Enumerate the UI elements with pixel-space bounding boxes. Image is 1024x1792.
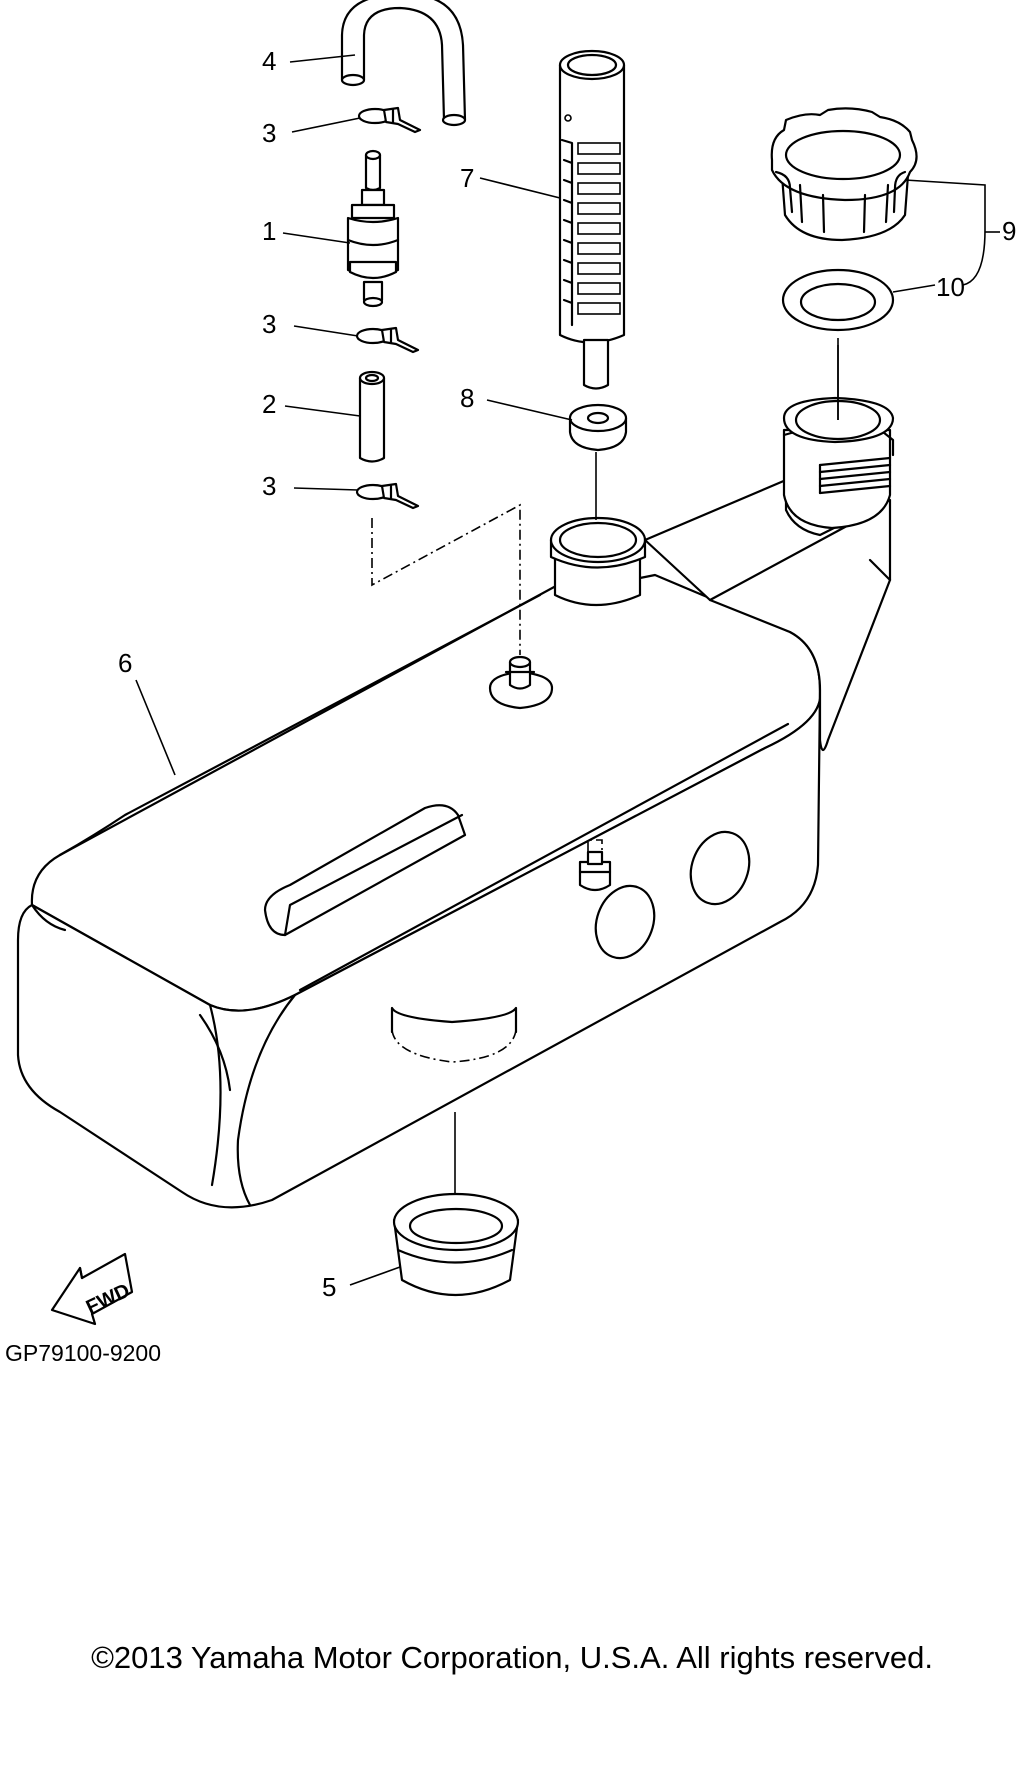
plug-part-5 (392, 1112, 520, 1296)
callout-10: 10 (936, 272, 965, 302)
copyright-notice: ©2013 Yamaha Motor Corporation, U.S.A. A… (91, 1640, 933, 1675)
hose-part-2 (358, 370, 386, 463)
callout-9: 9 (1002, 216, 1016, 246)
callout-4: 4 (262, 46, 276, 76)
grommet-part-8 (568, 403, 628, 520)
callout-7: 7 (460, 163, 474, 193)
leader-lines (135, 54, 1000, 1286)
callout-labels: 4 3 1 3 2 3 7 8 9 10 6 5 (118, 46, 1016, 1302)
callout-1: 1 (262, 216, 276, 246)
cap-part-9 (770, 107, 918, 242)
hose-part-4 (340, 0, 467, 127)
filler-tube (643, 345, 895, 752)
strainer-slots (577, 142, 621, 315)
gasket-part-10 (781, 268, 895, 332)
callout-6: 6 (118, 648, 132, 678)
diagram-code: GP79100-9200 (5, 1340, 161, 1366)
strainer-part-7 (558, 49, 626, 390)
callout-3-mid: 3 (262, 309, 276, 339)
oil-tank (16, 516, 822, 1209)
clip-part-3-top (357, 106, 422, 134)
callout-8: 8 (460, 383, 474, 413)
callout-3-top: 3 (262, 118, 276, 148)
filter-part-1 (346, 149, 400, 308)
callout-5: 5 (322, 1272, 336, 1302)
clip-part-3-mid (355, 326, 420, 354)
clip-part-3-bottom (355, 482, 420, 510)
callout-2: 2 (262, 389, 276, 419)
fwd-arrow: FWD (50, 1252, 133, 1326)
assembly-lines (371, 338, 839, 655)
callout-3-bottom: 3 (262, 471, 276, 501)
